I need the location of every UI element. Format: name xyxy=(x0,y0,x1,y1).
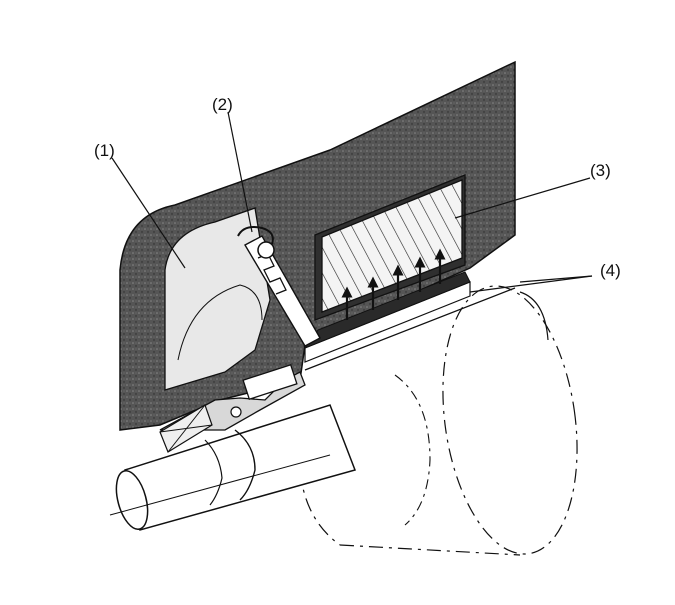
shaft-end xyxy=(115,470,149,530)
bolt-hole xyxy=(230,406,242,418)
shaft-centerline xyxy=(109,454,331,516)
valve-hook xyxy=(237,226,274,245)
rotor-drum-end xyxy=(442,285,578,555)
leader-2 xyxy=(227,111,253,233)
label-3: (3) xyxy=(590,161,611,180)
airflow-arrows xyxy=(341,248,446,320)
bearing-block xyxy=(242,363,298,401)
end-bracket-contour xyxy=(177,284,263,361)
end-bracket-cavity xyxy=(164,207,271,391)
stator-core xyxy=(321,179,463,313)
rotor-drum-top xyxy=(304,287,516,371)
rotor-inner-arc xyxy=(394,374,431,526)
valve-ball xyxy=(257,241,275,259)
leader-1 xyxy=(111,157,186,269)
shaft-collar xyxy=(204,439,223,506)
label-4: (4) xyxy=(600,261,621,280)
leader-4b xyxy=(469,275,593,293)
rotor-face-arc xyxy=(519,291,549,341)
label-2: (2) xyxy=(212,95,233,114)
shaft-shoulder xyxy=(234,429,256,501)
leader-3 xyxy=(454,177,591,219)
label-1: (1) xyxy=(94,141,115,160)
rotor-drum-bottom xyxy=(339,544,521,556)
